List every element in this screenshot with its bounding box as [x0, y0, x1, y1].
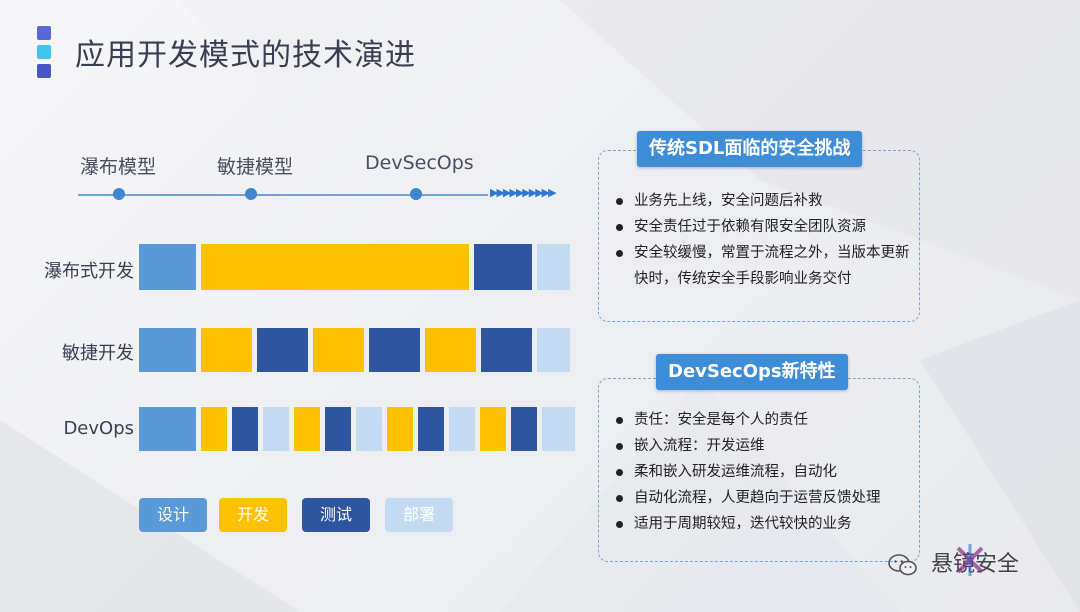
process-segment-test [325, 407, 351, 451]
xuanjing-logo [956, 544, 984, 576]
process-segment-design [139, 328, 196, 372]
process-segment-develop [425, 328, 476, 372]
watermark: 悬镜安全 [888, 544, 1019, 578]
list-item: 责任：安全是每个人的责任 [610, 407, 910, 433]
list-item: 自动化流程，人更趋向于运营反馈处理 [610, 485, 910, 511]
process-segment-test [418, 407, 444, 451]
list-item: 业务先上线，安全问题后补救 [610, 188, 910, 214]
wechat-icon [888, 554, 917, 576]
process-segment-deploy [356, 407, 382, 451]
phase-devsecops: DevSecOps [365, 152, 474, 174]
legend-develop: 开发 [219, 498, 287, 532]
timeline-dot [245, 188, 257, 200]
row-label-devops: DevOps [63, 418, 134, 439]
arrow-head-icon: ▶▶▶▶▶▶▶▶▶▶ [490, 186, 557, 199]
list-item: 柔和嵌入研发运维流程，自动化 [610, 459, 910, 485]
process-segment-test [481, 328, 532, 372]
timeline-dot [410, 188, 422, 200]
title-marks [37, 26, 51, 83]
process-segment-deploy [537, 244, 570, 290]
process-segment-develop [201, 244, 469, 290]
process-segment-develop [313, 328, 364, 372]
process-segment-develop [201, 407, 227, 451]
process-segment-design [139, 407, 196, 451]
process-segment-develop [294, 407, 320, 451]
title-mark-1 [37, 26, 51, 40]
devsecops-feature-list: 责任：安全是每个人的责任 嵌入流程：开发运维 柔和嵌入研发运维流程，自动化 自动… [610, 407, 910, 537]
panel-devsecops-title: DevSecOps新特性 [656, 354, 848, 390]
row-label-waterfall: 瀑布式开发 [44, 261, 134, 282]
process-segment-test [511, 407, 537, 451]
list-item: 安全较缓慢，常置于流程之外，当版本更新快时，传统安全手段影响业务交付 [610, 240, 910, 292]
process-segment-deploy [537, 328, 570, 372]
title-mark-3 [37, 64, 51, 78]
process-segment-deploy [542, 407, 575, 451]
phase-agile: 敏捷模型 [217, 156, 294, 178]
panel-sdl-title: 传统SDL面临的安全挑战 [637, 131, 863, 167]
process-segment-develop [387, 407, 413, 451]
row-label-agile: 敏捷开发 [62, 343, 134, 364]
timeline-line [78, 194, 488, 196]
list-item: 适用于周期较短，迭代较快的业务 [610, 511, 910, 537]
sdl-challenge-list: 业务先上线，安全问题后补救 安全责任过于依赖有限安全团队资源 安全较缓慢，常置于… [610, 188, 910, 292]
process-segment-deploy [449, 407, 475, 451]
phase-waterfall: 瀑布模型 [80, 156, 157, 178]
process-segment-develop [201, 328, 252, 372]
process-segment-develop [480, 407, 506, 451]
list-item: 嵌入流程：开发运维 [610, 433, 910, 459]
process-segment-test [474, 244, 532, 290]
timeline-dot [113, 188, 125, 200]
list-item: 安全责任过于依赖有限安全团队资源 [610, 214, 910, 240]
legend-design: 设计 [139, 498, 207, 532]
legend-deploy: 部署 [385, 498, 453, 532]
process-segment-test [232, 407, 258, 451]
process-segment-deploy [263, 407, 289, 451]
legend-test: 测试 [302, 498, 370, 532]
process-segment-test [369, 328, 420, 372]
title-mark-2 [37, 45, 51, 59]
process-segment-design [139, 244, 196, 290]
process-segment-test [257, 328, 308, 372]
slide-title: 应用开发模式的技术演进 [75, 38, 416, 73]
